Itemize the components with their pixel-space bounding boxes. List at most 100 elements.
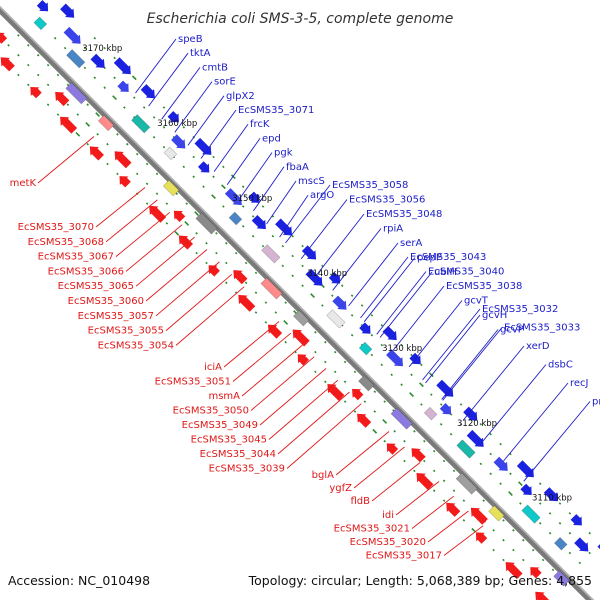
tick-mark [432,469,436,473]
tick-mark [380,363,384,367]
tick-mark [155,172,159,176]
tick-mark [291,274,294,278]
forward-gene-arrow [301,245,317,260]
tick-mark [492,548,495,552]
forward-gene-arrow [224,188,242,206]
gene-label: msmA [208,391,240,402]
tick-mark [66,103,70,106]
reverse-gene-arrow [530,567,542,579]
tick-mark [46,63,50,67]
forward-gene-arrow [516,460,534,478]
tick-mark [541,558,545,562]
tick-mark [75,131,81,137]
gene-label: fldB [350,496,370,507]
tick-mark [439,403,443,406]
tick-mark [479,423,483,426]
tick-mark [145,182,149,186]
label-leader-line [250,356,315,411]
tick-mark [46,103,50,106]
tick-mark [145,202,149,205]
label-leader-lines [37,38,591,556]
tick-mark [403,439,406,443]
label-leader-line [411,495,455,529]
tick-mark [314,331,317,334]
forward-gene-arrow [574,537,589,552]
gene-label: prfB [592,397,600,408]
tick-mark [93,76,97,80]
gene-label: epd [262,133,281,144]
reverse-gene-arrow [89,146,104,161]
gene-label: EcSMS35_3051 [155,377,231,388]
tick-mark [373,410,377,413]
tick-mark [106,142,109,146]
tick-mark [225,241,228,245]
feature-block [553,570,570,587]
feature-block [97,114,115,132]
tick-mark [244,281,248,285]
forward-gene-arrow [543,487,558,502]
reverse-gene-arrow [114,151,132,169]
feature-block [33,16,48,31]
label-leader-line [175,286,245,346]
reverse-gene-arrow [446,502,461,517]
label-leader-line [259,368,327,426]
tick-mark [442,459,446,463]
gene-label: pepP [417,253,442,264]
tick-mark [324,380,327,384]
label-leader-line [316,213,365,275]
tick-mark [116,172,119,176]
tick-mark [310,293,315,298]
tick-mark [479,462,483,466]
tick-mark [410,353,413,357]
tick-mark [175,192,179,195]
tick-mark [152,135,156,139]
tick-mark [281,244,285,248]
tick-mark [7,44,10,47]
label-leader-line [285,184,331,244]
label-leader-line [174,81,213,133]
label-leader-line [335,431,390,476]
tick-mark [423,459,426,463]
tick-mark [343,380,347,384]
tick-mark [112,95,117,100]
tick-mark [205,261,208,265]
tick-mark [428,372,434,378]
tick-mark [27,63,30,67]
gene-label: EcSMS35_3070 [18,222,94,233]
label-leader-line [443,525,484,556]
reverse-gene-arrow [411,448,426,463]
gene-label: bglA [312,470,334,481]
label-leader-line [115,211,171,257]
tick-mark [301,284,304,287]
tick-mark [502,519,505,522]
gene-label: mscS [298,176,325,187]
tick-mark [182,165,186,169]
tick-mark [350,314,354,317]
forward-gene-arrow [359,322,371,334]
label-leader-line [427,510,469,543]
label-leader-line [422,308,481,381]
tick-mark [522,558,525,562]
tick-mark [423,439,426,443]
tick-mark [185,202,188,205]
tick-mark [126,142,129,146]
tick-mark [36,73,40,77]
gene-label: EcSMS35_3043 [410,252,486,263]
genome-summary: Topology: circular; Length: 5,068,389 bp… [248,573,592,588]
tick-mark [409,392,414,397]
tick-mark [393,430,396,433]
tick-mark [36,53,40,57]
label-leader-line [268,379,339,440]
tick-mark [205,241,208,245]
gene-label: metK [10,178,37,189]
tick-mark [135,172,139,176]
feature-block [261,244,281,264]
tick-mark [53,36,57,40]
tick-mark [85,122,91,127]
kbp-marker: 3110 kbp [532,494,572,504]
gene-label: glpX2 [226,91,255,102]
label-leader-line [135,38,177,94]
tick-mark [76,113,80,116]
